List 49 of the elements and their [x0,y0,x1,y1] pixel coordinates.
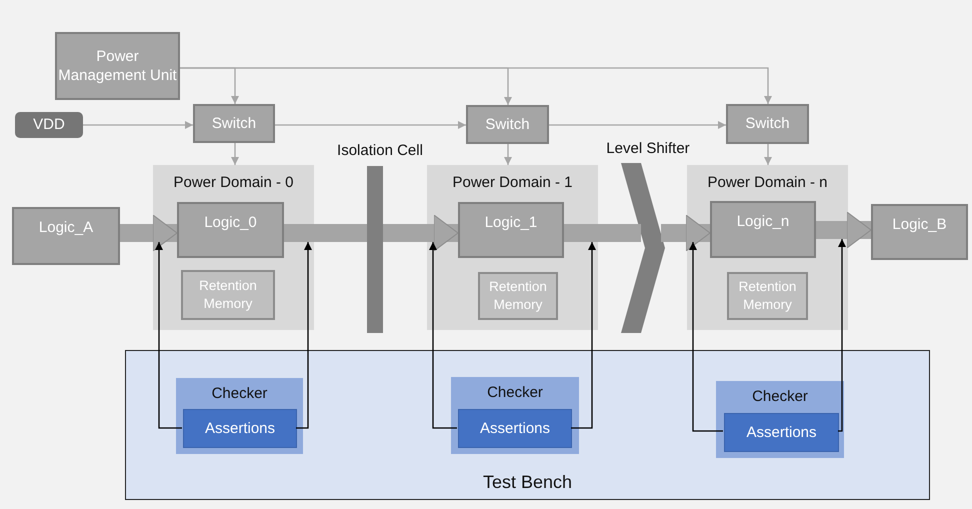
arrow [549,121,726,129]
logic-block: Logic_0 [177,202,284,258]
bench-title: Test Bench [482,472,574,493]
domain-title: Power Domain - n [706,174,829,191]
arrow [689,242,723,432]
arrow [296,242,312,429]
test-bench-panel [125,350,930,500]
arrow [275,121,466,129]
power-domain-panel [153,165,314,330]
supply-pill: VDD [15,112,83,138]
arrow [429,242,457,429]
block: Switch [193,104,275,143]
block: Switch [466,105,549,144]
memory-block: Retention Memory [727,272,808,320]
arrow [504,144,512,165]
arrow [155,242,182,429]
domain-title: Power Domain - 1 [451,174,574,191]
arrow [231,143,239,165]
logic-block: Logic_A [12,207,120,265]
assertion-block: Assertions [458,409,572,448]
arrow [571,242,596,429]
checker-panel [451,377,579,454]
arrow [83,121,193,129]
arrow [838,239,846,432]
cell-label: Isolation Cell [336,142,424,159]
domain-title: Power Domain - 0 [172,174,295,191]
logic-block: Logic_n [710,201,816,258]
block: Switch [726,104,809,144]
block-arrow [383,214,458,252]
checker-panel [176,378,303,454]
shifter-label: Level Shifter [605,140,691,157]
checker-title: Checker [210,385,268,402]
arrow [180,67,772,104]
block-arrow [816,212,872,248]
block: Power Management Unit [55,32,180,100]
memory-block: Retention Memory [478,272,558,320]
power-domain-panel [687,165,848,330]
logic-block: Logic_1 [458,202,564,258]
memory-block: Retention Memory [181,270,275,320]
block-arrow [661,214,710,252]
checker-title: Checker [751,388,809,405]
logic-block: Logic_B [871,204,968,260]
checker-panel [716,381,844,458]
arrow [764,144,772,165]
block-arrow [120,214,178,252]
power-domain-panel [427,165,598,330]
assertion-block: Assertions [183,409,297,448]
assertion-block: Assertions [724,413,839,452]
checker-title: Checker [486,384,544,401]
